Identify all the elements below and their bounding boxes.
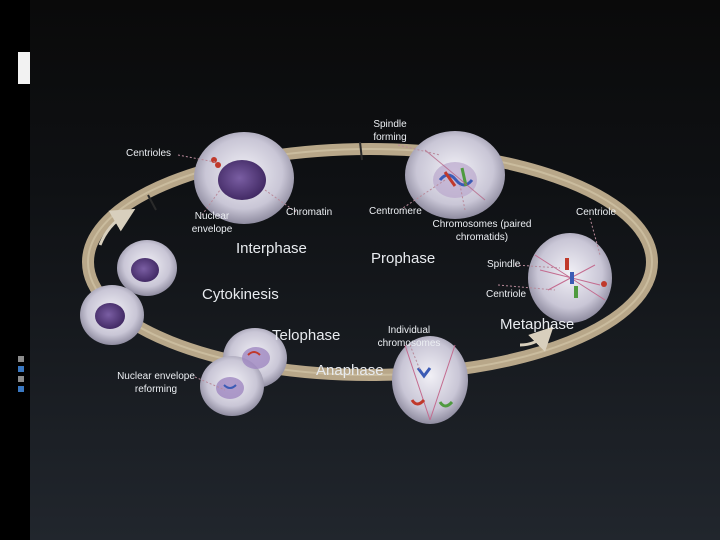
label-individual-line-2: chromosomes [377, 338, 441, 349]
stage-interphase: Interphase [236, 240, 307, 257]
stage-cytokinesis: Cytokinesis [202, 286, 279, 303]
label-chromosomes-paired: Chromosomes (paired chromatids) [426, 218, 538, 244]
decorative-square [18, 356, 24, 362]
telophase-cells [200, 328, 287, 416]
label-nuclear-envelope-line-1: Nuclear [194, 211, 230, 222]
cycle-ring-highlight [87, 148, 653, 376]
label-spindle: Spindle [487, 259, 521, 270]
title-marker [18, 52, 30, 84]
label-individual-chromosomes: Individual chromosomes [373, 324, 445, 350]
label-chromosomes-line-1: Chromosomes (paired [432, 219, 532, 230]
ring-tick [359, 141, 363, 161]
label-spindle-forming-line-2: forming [373, 132, 407, 143]
stage-prophase: Prophase [371, 250, 436, 267]
stage-metaphase: Metaphase [500, 316, 575, 333]
label-spindle-forming: Spindle forming [366, 118, 414, 144]
label-centromere: Centromere [369, 206, 422, 217]
label-individual-line-1: Individual [387, 325, 431, 336]
label-nuclear-envelope: Nuclear envelope [186, 210, 238, 236]
label-centriole-bottom: Centriole [486, 289, 527, 300]
label-centriole-top: Centriole [576, 207, 617, 218]
ring-tick [147, 194, 157, 211]
metaphase-cell [528, 233, 612, 323]
label-chromosomes-line-2: chromatids) [455, 232, 509, 243]
label-nuclear-envelope-reforming: Nuclear envelope reforming [112, 370, 200, 396]
left-margin-band [0, 0, 30, 540]
label-nuclear-reforming-line-1: Nuclear envelope [117, 371, 195, 382]
stage-telophase: Telophase [272, 327, 341, 344]
label-spindle-forming-line-1: Spindle [373, 119, 407, 130]
label-nuclear-envelope-line-2: envelope [191, 224, 233, 235]
label-nuclear-reforming-line-2: reforming [134, 384, 178, 395]
decorative-square [18, 366, 24, 372]
decorative-square [18, 376, 24, 382]
interphase-cell [194, 132, 294, 224]
label-centrioles: Centrioles [126, 148, 172, 159]
anaphase-cell [392, 336, 468, 424]
cycle-arrow [519, 326, 554, 352]
decorative-square [18, 386, 24, 392]
label-chromatin: Chromatin [286, 207, 333, 218]
leader-lines [177, 144, 601, 391]
cycle-arrow [98, 208, 136, 246]
stage-anaphase: Anaphase [316, 362, 384, 379]
daughter-cells [80, 240, 177, 345]
